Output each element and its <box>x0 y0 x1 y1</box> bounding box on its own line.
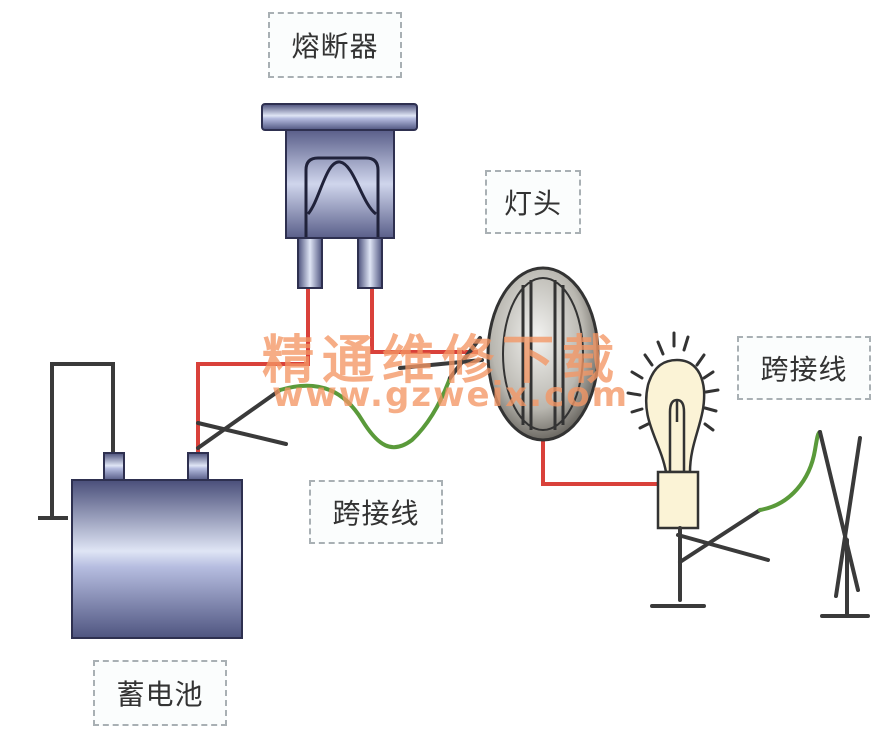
label-fuse: 熔断器 <box>268 12 402 78</box>
fuse <box>261 103 418 289</box>
lamp-head <box>486 266 600 442</box>
bulb-base <box>656 470 700 530</box>
light-bulb <box>626 331 720 530</box>
fuse-element <box>306 160 378 216</box>
glow-rays <box>626 331 720 432</box>
battery-ground-wire <box>38 362 115 520</box>
battery-positive-terminal <box>187 452 209 482</box>
jumper-wire-left <box>196 336 484 450</box>
battery-negative-terminal <box>103 452 125 482</box>
label-lamp-head: 灯头 <box>485 170 581 234</box>
label-jumper-wire-right: 跨接线 <box>737 336 871 400</box>
label-jumper-wire-middle: 跨接线 <box>309 480 443 544</box>
battery <box>71 452 243 639</box>
watermark-url: www.gzweix.com <box>272 375 630 415</box>
jumper-wire-right <box>650 430 870 618</box>
label-battery: 蓄电池 <box>93 660 227 726</box>
live-wire <box>196 288 660 486</box>
battery-body <box>71 479 243 639</box>
bulb-glass <box>644 358 706 474</box>
bulb-filament <box>668 398 686 472</box>
watermark-text: 精通维修下载 <box>262 330 623 391</box>
